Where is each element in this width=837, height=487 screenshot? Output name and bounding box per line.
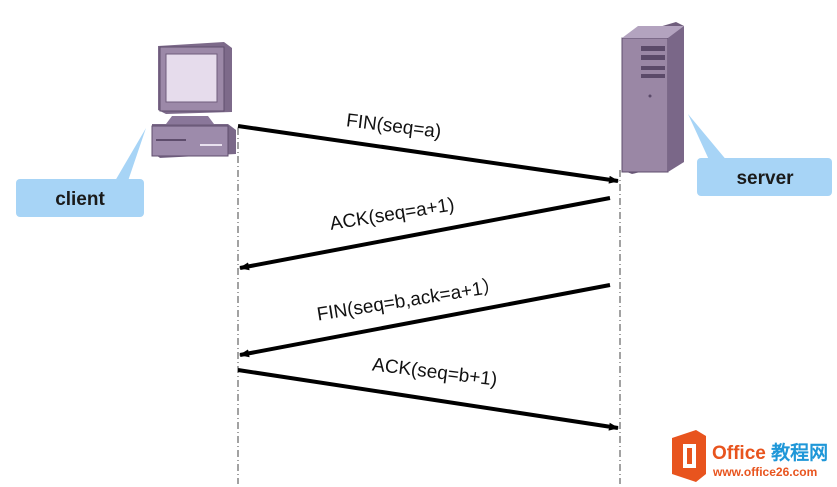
msg-label-1: FIN(seq=a) bbox=[345, 110, 442, 142]
msg-arrow-2 bbox=[239, 196, 611, 271]
client-callout: client bbox=[16, 128, 146, 217]
office-logo-icon bbox=[672, 430, 706, 482]
msg-arrow-1 bbox=[237, 124, 619, 184]
tower-server-icon bbox=[621, 22, 684, 174]
watermark-url: www.office26.com bbox=[712, 465, 817, 479]
client-label: client bbox=[55, 189, 105, 210]
msg-label-2: ACK(seq=a+1) bbox=[328, 194, 455, 234]
msg-arrow-4 bbox=[237, 368, 619, 431]
watermark: Office 教程网 www.office26.com bbox=[672, 430, 828, 482]
watermark-title: Office 教程网 bbox=[712, 441, 828, 464]
server-label: server bbox=[736, 168, 794, 189]
msg-label-3: FIN(seq=b,ack=a+1） bbox=[315, 275, 503, 326]
server-callout: server bbox=[688, 114, 832, 196]
desktop-computer-icon bbox=[151, 42, 236, 158]
msg-arrow-3 bbox=[239, 283, 611, 358]
msg-label-4: ACK(seq=b+1) bbox=[371, 354, 498, 390]
